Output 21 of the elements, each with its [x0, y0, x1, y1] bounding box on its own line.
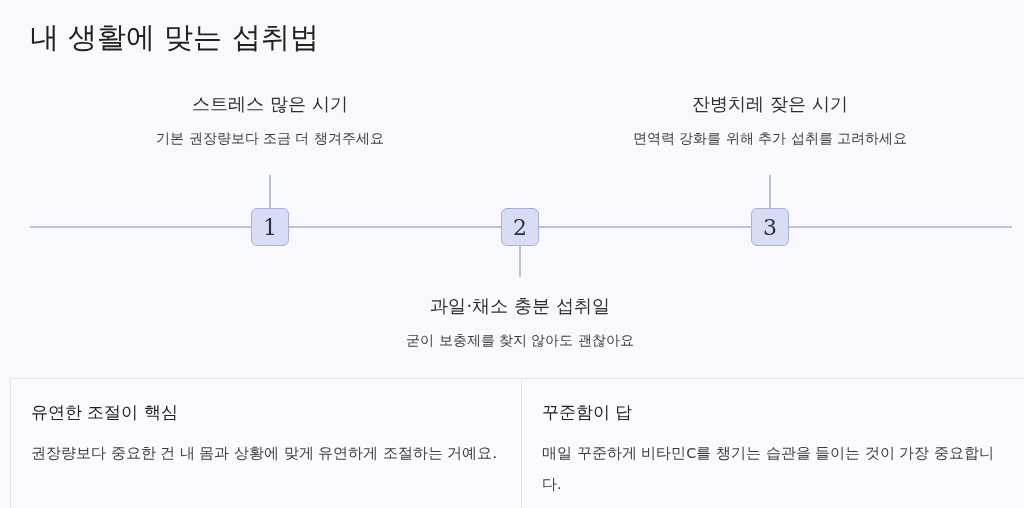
diagram-title: 내 생활에 맞는 섭취법 — [30, 19, 319, 56]
event-description: 굳이 보충제를 찾지 않아도 괜찮아요 — [406, 332, 634, 350]
card-description: 매일 꾸준하게 비타민C를 챙기는 습관을 들이는 것이 가장 중요합니다. — [542, 444, 995, 494]
timeline-line — [29, 226, 252, 228]
event-description: 기본 권장량보다 조금 더 챙겨주세요 — [156, 130, 384, 148]
event-heading: 잔병치레 잦은 시기 — [692, 92, 848, 116]
timeline-line — [538, 226, 752, 228]
timeline-line — [288, 226, 502, 228]
event-heading: 과일·채소 충분 섭취일 — [430, 294, 610, 318]
step-number-marker: 1 — [251, 208, 289, 246]
step-number-marker: 2 — [501, 208, 539, 246]
leader-line — [269, 174, 271, 209]
timeline-line — [788, 226, 1013, 228]
event-heading: 스트레스 많은 시기 — [192, 92, 348, 116]
leader-line — [769, 174, 771, 209]
card-description: 권장량보다 중요한 건 내 몸과 상황에 맞게 유연하게 조절하는 거예요. — [31, 444, 499, 463]
card-heading: 꾸준함이 답 — [542, 401, 633, 424]
leader-line — [519, 245, 521, 278]
card-heading: 유연한 조절이 핵심 — [31, 401, 178, 424]
step-number-marker: 3 — [751, 208, 789, 246]
event-description: 면역력 강화를 위해 추가 섭취를 고려하세요 — [632, 130, 908, 148]
